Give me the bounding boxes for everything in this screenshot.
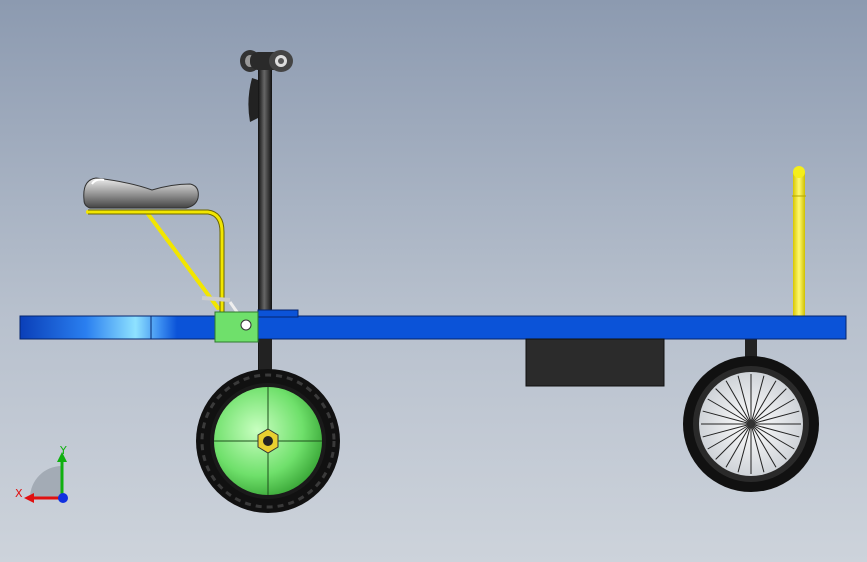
spoke xyxy=(750,410,800,425)
spoke xyxy=(715,423,752,460)
spoke xyxy=(737,375,752,425)
seat xyxy=(83,177,199,209)
axis-triad: Y X xyxy=(15,444,68,503)
rear-post xyxy=(792,166,806,318)
spoke xyxy=(707,423,752,450)
seat-support-frame xyxy=(86,210,224,320)
spoke xyxy=(725,380,752,425)
spoke xyxy=(750,380,777,425)
spoke xyxy=(715,388,752,425)
spoke xyxy=(702,423,752,438)
spoke xyxy=(750,375,765,425)
spoke xyxy=(702,410,752,425)
mount-block xyxy=(214,311,259,343)
spoke xyxy=(725,423,752,468)
axis-y-label: Y xyxy=(59,444,67,457)
spoke xyxy=(750,398,795,425)
spoke xyxy=(750,423,765,473)
spoke xyxy=(750,423,777,468)
front-wheel xyxy=(196,369,340,513)
spoke xyxy=(750,388,787,425)
spoke xyxy=(750,423,787,460)
axis-x-label: X xyxy=(15,487,23,500)
spoke xyxy=(750,423,800,438)
battery-box xyxy=(525,338,665,387)
steering-column xyxy=(248,60,272,370)
spoke xyxy=(707,398,752,425)
rear-fork xyxy=(745,338,757,362)
rear-wheel xyxy=(683,356,819,492)
spoke xyxy=(737,423,752,473)
handlebar xyxy=(240,50,293,72)
front-fork xyxy=(260,339,272,373)
seat-support-outline xyxy=(88,209,225,318)
spoke xyxy=(750,423,795,450)
deck xyxy=(19,309,847,340)
